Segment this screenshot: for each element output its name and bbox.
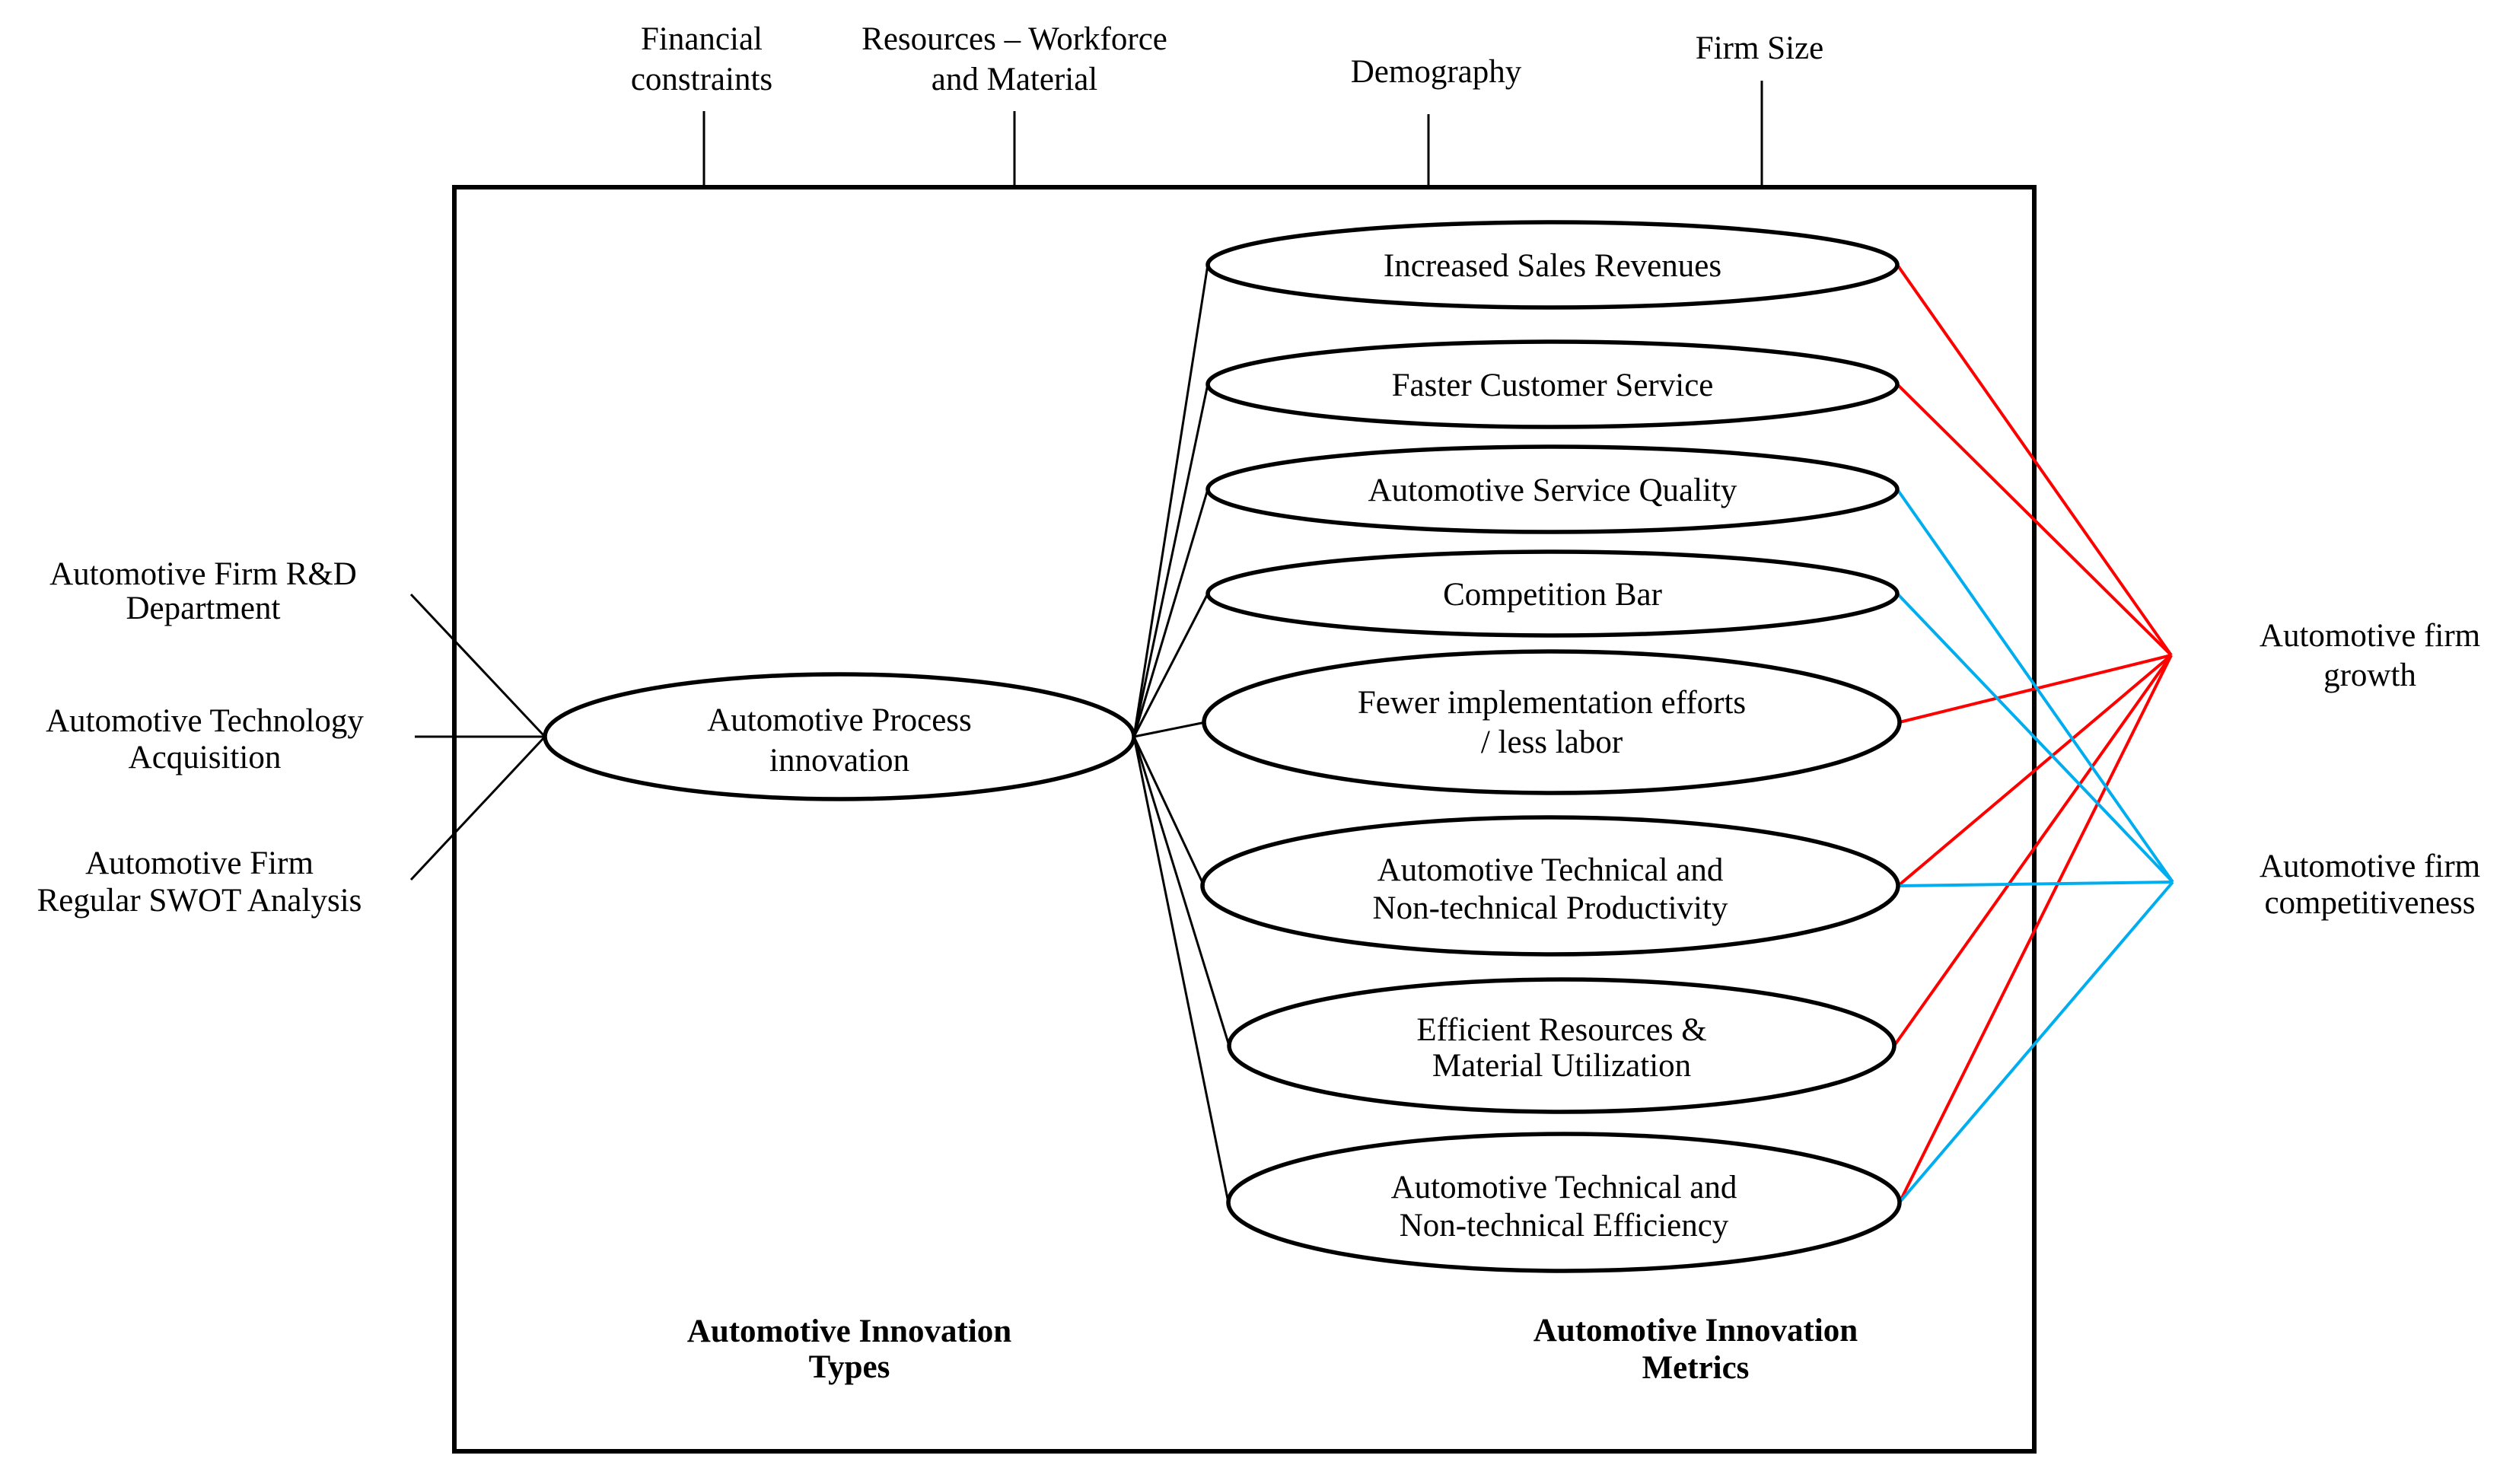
input-swot-link-line	[409, 735, 546, 881]
link-process-metric-6	[1132, 736, 1205, 887]
growth-links	[1893, 263, 2173, 1203]
outcome-growth-line1: Automotive firm	[2260, 618, 2480, 654]
link-efficiency-growth	[1898, 654, 2173, 1203]
link-utilization-growth	[1893, 654, 2173, 1047]
outcome-growth-line2: growth	[2323, 658, 2416, 693]
factor-financial-line2: constraints	[631, 62, 772, 97]
metric-faster-customer-service: Faster Customer Service	[1205, 339, 1900, 429]
link-quality-competitiveness	[1896, 488, 2174, 884]
metric-ellipse-4	[1205, 549, 1900, 638]
metric-automotive-service-quality: Automotive Service Quality	[1205, 444, 1900, 534]
metric-competition-bar: Competition Bar	[1205, 549, 1900, 638]
metric-fewer-implementation-efforts: Fewer implementation efforts / less labo…	[1202, 649, 1902, 795]
metric-increased-sales-revenues: Increased Sales Revenues	[1205, 220, 1900, 310]
metric-ellipse-8	[1226, 1132, 1902, 1273]
link-process-metric-1	[1132, 264, 1209, 737]
section-metrics-line2: Metrics	[1642, 1350, 1750, 1386]
section-label-innovation-metrics: Automotive Innovation Metrics	[1533, 1313, 1858, 1386]
link-process-metric-3	[1132, 489, 1209, 737]
metric-ellipse-3	[1205, 444, 1900, 534]
section-metrics-line1: Automotive Innovation	[1533, 1313, 1858, 1349]
metric-7-line1: Efficient Resources &	[1416, 1012, 1706, 1048]
input-rd-line1: Automotive Firm R&D	[49, 556, 357, 592]
link-service-growth	[1896, 383, 2173, 657]
process-innovation-line2: innovation	[769, 743, 909, 779]
input-tech-line2: Acquisition	[129, 740, 282, 775]
link-efficiency-competitiveness	[1898, 881, 2174, 1204]
metric-5-line2: / less labor	[1481, 724, 1623, 760]
section-label-innovation-types: Automotive Innovation Types	[687, 1314, 1012, 1385]
top-factor-demography: Demography	[1351, 54, 1522, 187]
input-tech-line1: Automotive Technology	[46, 703, 364, 739]
metric-3-line1: Automotive Service Quality	[1368, 473, 1737, 508]
link-productivity-growth	[1897, 654, 2173, 887]
metric-7-line2: Material Utilization	[1432, 1048, 1691, 1084]
metric-ellipse-2	[1205, 339, 1900, 429]
metric-ellipse-1	[1205, 220, 1900, 310]
link-process-metric-7	[1132, 736, 1231, 1046]
section-types-line2: Types	[809, 1349, 890, 1385]
factor-financial-line1: Financial	[641, 21, 763, 57]
metric-6-line2: Non-technical Productivity	[1373, 890, 1728, 926]
competitiveness-links	[1896, 488, 2174, 1204]
outcome-firm-competitiveness: Automotive firm competitiveness	[2260, 849, 2480, 921]
factor-resources-line2: and Material	[932, 62, 1098, 97]
section-types-line1: Automotive Innovation	[687, 1314, 1012, 1349]
outcome-competitiveness-line2: competitiveness	[2264, 885, 2475, 921]
link-process-metric-8	[1132, 736, 1230, 1203]
factor-resources-line1: Resources – Workforce	[861, 21, 1167, 57]
top-factor-resources-workforce-material: Resources – Workforce and Material	[861, 21, 1167, 187]
process-to-metric-links	[1132, 264, 1231, 1203]
input-rd-department: Automotive Firm R&D Department	[49, 556, 546, 738]
link-process-metric-4	[1132, 593, 1209, 737]
metric-ellipse-6	[1200, 815, 1900, 957]
metric-efficient-resources-utilization: Efficient Resources & Material Utilizati…	[1227, 977, 1897, 1114]
input-swot-line1: Automotive Firm	[85, 845, 314, 881]
input-rd-link-line	[409, 593, 546, 738]
link-process-metric-5	[1133, 721, 1206, 738]
metric-4-line1: Competition Bar	[1443, 577, 1662, 613]
input-swot-line2: Regular SWOT Analysis	[37, 883, 362, 919]
metric-1-line1: Increased Sales Revenues	[1384, 248, 1721, 284]
metric-8-line1: Automotive Technical and	[1391, 1170, 1737, 1205]
metric-6-line1: Automotive Technical and	[1377, 852, 1724, 888]
link-process-metric-2	[1132, 384, 1209, 737]
input-rd-line2: Department	[126, 591, 281, 626]
diagram-boundary-box	[452, 185, 2037, 1454]
process-innovation-node: Automotive Process innovation	[543, 672, 1136, 801]
top-factor-firm-size: Firm Size	[1696, 30, 1823, 187]
metric-8-line2: Non-technical Efficiency	[1400, 1208, 1729, 1244]
link-competition-competitiveness	[1896, 592, 2174, 884]
process-innovation-line1: Automotive Process	[707, 702, 972, 738]
metric-2-line1: Faster Customer Service	[1392, 368, 1714, 403]
outcome-firm-growth: Automotive firm growth	[2260, 618, 2480, 693]
outcome-competitiveness-line1: Automotive firm	[2260, 849, 2480, 884]
metric-technical-productivity: Automotive Technical and Non-technical P…	[1200, 815, 1900, 957]
metric-ellipse-5	[1202, 649, 1902, 795]
link-sales-growth	[1896, 263, 2173, 657]
metric-technical-efficiency: Automotive Technical and Non-technical E…	[1226, 1132, 1902, 1273]
input-swot-analysis: Automotive Firm Regular SWOT Analysis	[37, 735, 546, 919]
factor-demography-line1: Demography	[1351, 54, 1522, 90]
link-productivity-competitiveness	[1897, 881, 2174, 887]
top-factor-financial-constraints: Financial constraints	[631, 21, 772, 187]
factor-firm-size-line1: Firm Size	[1696, 30, 1823, 66]
metric-5-line1: Fewer implementation efforts	[1358, 685, 1746, 721]
metric-ellipse-7	[1227, 977, 1897, 1114]
input-technology-acquisition: Automotive Technology Acquisition	[46, 703, 545, 775]
